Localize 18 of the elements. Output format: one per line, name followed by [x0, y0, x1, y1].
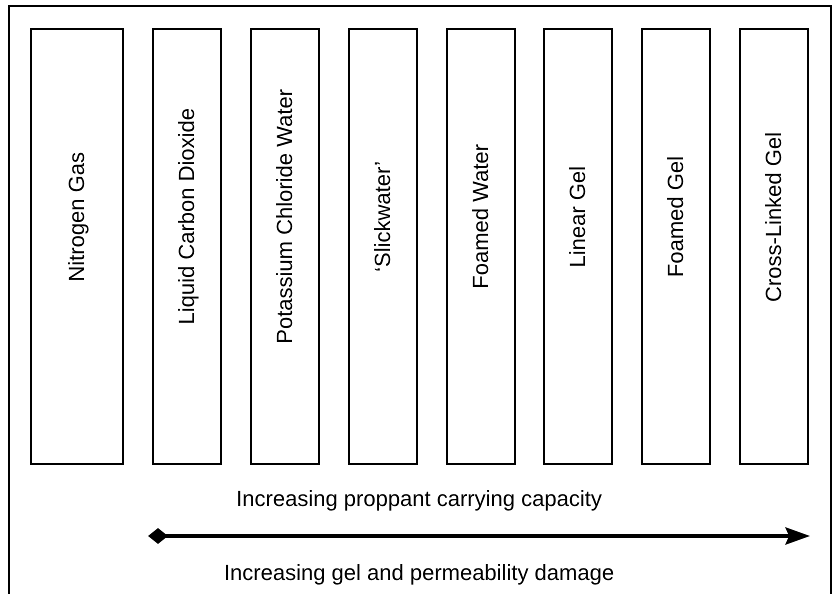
fluid-name: Linear Gel [565, 166, 591, 268]
fluid-name: Foamed Gel [663, 156, 689, 278]
fluid-name: Liquid Carbon Dioxide [174, 108, 200, 325]
fluid-box [641, 28, 711, 465]
axis-caption: Increasing gel and permeability damage [224, 560, 614, 585]
fluid-name: Foamed Water [468, 144, 494, 289]
fluid-box [250, 28, 320, 465]
fluid-box [739, 28, 809, 465]
fluid-box [446, 28, 516, 465]
fluid-box [348, 28, 418, 465]
axis-caption: Increasing proppant carrying capacity [236, 486, 602, 511]
fluid-box [543, 28, 613, 465]
fluid-name: Potassium Chloride Water [272, 89, 298, 344]
fluid-box [152, 28, 222, 465]
fluid-name: Cross-Linked Gel [761, 132, 787, 302]
fluid-name: Nitrogen Gas [64, 152, 90, 282]
fluid-box [30, 28, 124, 465]
fluid-name: ‘Slickwater’ [370, 161, 396, 272]
